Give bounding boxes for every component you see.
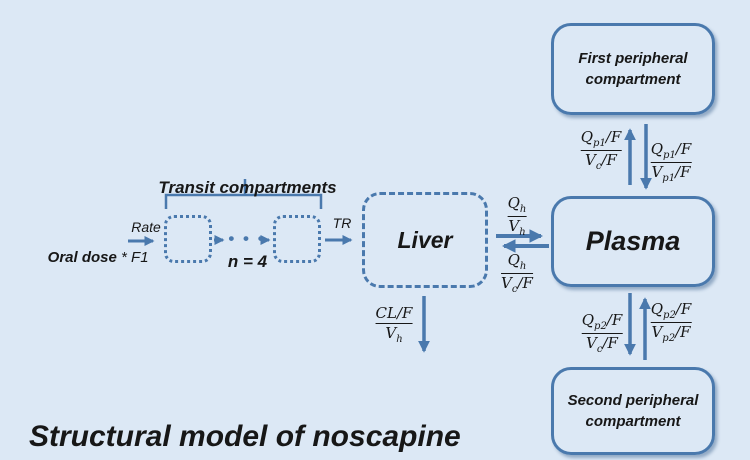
- fraction-numerator: Qh: [507, 194, 527, 215]
- fraction-numerator: Qp1/F: [580, 128, 622, 149]
- rate-label: Rate: [131, 219, 161, 235]
- rate-hepatic-elimination: CL/F Vh: [375, 304, 413, 345]
- fraction-bar: [650, 322, 692, 323]
- liver-box: Liver: [362, 192, 488, 288]
- fraction-bar: [580, 150, 622, 151]
- fraction-denominator: Vc/F: [585, 151, 617, 172]
- transit-ellipsis: • • •: [228, 229, 266, 248]
- transit-title-line2: n = 4: [227, 252, 268, 272]
- rate-plasma-to-p1: Qp1/F Vc/F: [580, 128, 622, 172]
- fraction-numerator: Qp1/F: [650, 140, 692, 161]
- oral-dose-label: Oral dose * F1: [31, 232, 149, 283]
- fraction-bar: [650, 162, 692, 163]
- fraction-denominator: Vc/F: [586, 334, 618, 355]
- first-peripheral-line2: compartment: [585, 71, 681, 88]
- fraction-numerator: Qp2/F: [650, 300, 692, 321]
- plasma-label: Plasma: [585, 226, 681, 256]
- fraction-bar: [501, 273, 533, 274]
- liver-label: Liver: [397, 226, 453, 253]
- transit-compartment-2: [273, 215, 321, 263]
- rate-liver-to-plasma: Qh Vh: [507, 194, 527, 238]
- fraction-denominator: Vp2/F: [651, 323, 691, 344]
- transit-compartment-1: [164, 215, 212, 263]
- fraction-denominator: Vh: [508, 217, 526, 238]
- fraction-denominator: Vc/F: [501, 274, 533, 295]
- rate-plasma-to-liver: Qh Vc/F: [501, 252, 533, 295]
- first-peripheral-box: First peripheral compartment: [551, 23, 715, 115]
- fraction-bar: [507, 216, 527, 217]
- second-peripheral-box: Second peripheral compartment: [551, 367, 715, 455]
- fraction-bar: [375, 322, 413, 324]
- rate-p2-to-plasma: Qp2/F Vp2/F: [650, 300, 692, 344]
- fraction-bar: [581, 333, 623, 334]
- transit-title-line1: Transit compartments: [158, 178, 337, 198]
- second-peripheral-line1: Second peripheral: [567, 392, 699, 409]
- rate-p1-to-plasma: Qp1/F Vp1/F: [650, 140, 692, 184]
- oral-dose-rest: * F1: [116, 249, 149, 266]
- oral-dose-bold: Oral dose: [47, 249, 117, 266]
- plasma-box: Plasma: [551, 196, 715, 287]
- fraction-numerator: Qh: [507, 251, 527, 272]
- rate-plasma-to-p2: Qp2/F Vc/F: [581, 311, 623, 355]
- transit-title: Transit compartments n = 4: [150, 127, 345, 324]
- fraction-denominator: Vp1/F: [651, 163, 691, 184]
- fraction-numerator: Qp2/F: [581, 311, 623, 332]
- fraction-denominator: Vh: [385, 323, 403, 345]
- fraction-numerator: CL/F: [375, 304, 413, 322]
- second-peripheral-line2: compartment: [585, 413, 681, 430]
- transit-bracket: [164, 179, 323, 209]
- first-peripheral-line1: First peripheral: [578, 50, 688, 67]
- tr-label: TR: [332, 215, 352, 231]
- diagram-caption: Structural model of noscapine: [29, 420, 461, 453]
